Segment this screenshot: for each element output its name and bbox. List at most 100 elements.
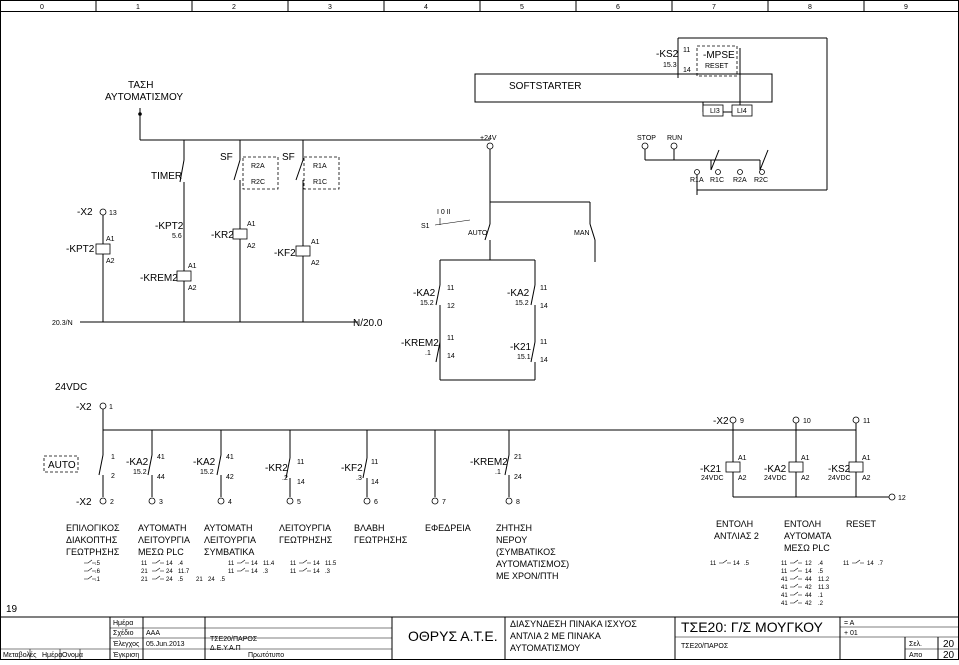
man-label: MAN bbox=[574, 230, 590, 237]
krem2-11: 11 bbox=[447, 335, 454, 342]
x2-r4: 24 bbox=[166, 577, 173, 583]
ruler-mark-1: 1 bbox=[136, 4, 140, 11]
x9-r5: .2 bbox=[818, 601, 824, 607]
x3-0: 11 bbox=[228, 561, 235, 567]
tb-hmera: Ημέρα bbox=[113, 619, 133, 627]
sf2-r1c: R1C bbox=[313, 179, 327, 186]
c10-line1: RESET bbox=[846, 519, 877, 529]
x2-13-pin: 13 bbox=[109, 210, 117, 217]
krem2-14: 14 bbox=[447, 353, 455, 360]
vdc-label: 24VDC bbox=[55, 382, 87, 393]
c4-line1: ΛΕΙΤΟΥΡΓΙΑ bbox=[279, 523, 331, 533]
x3-5: .3 bbox=[263, 569, 269, 575]
tb-main-title: ΤΣΕ20: Γ/Σ ΜΟΥΓΚΟΥ bbox=[681, 619, 824, 635]
kpt2-contact: -KPT2 bbox=[155, 221, 184, 232]
softstarter-box bbox=[474, 73, 773, 103]
kr2-a2: A2 bbox=[247, 243, 256, 250]
x2-r6: 21 bbox=[196, 577, 203, 583]
ks2-label: -KS2 bbox=[656, 49, 679, 60]
term-6: 6 bbox=[374, 499, 378, 506]
kf2-a2: A2 bbox=[311, 260, 320, 267]
kf2-11: 11 bbox=[371, 459, 378, 466]
term-12: 12 bbox=[898, 495, 906, 502]
x9-r3: 11.3 bbox=[818, 585, 830, 591]
term-5: 5 bbox=[297, 499, 301, 506]
ruler-mark-0: 0 bbox=[40, 4, 44, 11]
ks2-coil-a1: A1 bbox=[862, 455, 871, 462]
tb-sub: ΤΣΕ20/ΠΑΡΟΣ bbox=[681, 643, 729, 650]
krem2-contact-ref: .1 bbox=[425, 350, 431, 357]
krem2-21-label: -KREM2 bbox=[470, 457, 508, 468]
ka2-41-label: -KA2 bbox=[126, 457, 149, 468]
tb-elegxos: Έλεγχος bbox=[112, 641, 140, 648]
tb-metaboles: Μεταβολές bbox=[3, 651, 37, 659]
tb-eqa: = A bbox=[844, 620, 855, 627]
ks2-ref: 15.3 bbox=[663, 62, 677, 69]
x2-r8: .5 bbox=[220, 577, 226, 583]
x9-l0: 11 bbox=[781, 561, 788, 567]
x2-r3: 11.7 bbox=[178, 569, 190, 575]
mpse-reset: RESET bbox=[705, 63, 729, 70]
x9-m5: 42 bbox=[805, 601, 812, 607]
x3-4: 14 bbox=[251, 569, 258, 575]
tb-company: ΟΘΡΥΣ Α.Τ.Ε. bbox=[408, 628, 498, 644]
krem2-24-pin: 24 bbox=[514, 474, 522, 481]
x9-l3: 41 bbox=[781, 585, 788, 591]
tb-sel: Σελ. bbox=[909, 641, 922, 648]
x4-2: 11.5 bbox=[325, 561, 337, 567]
x4-1: 14 bbox=[313, 561, 320, 567]
stop-label: STOP bbox=[637, 135, 656, 142]
ka2-no-ref: 15.2 bbox=[515, 300, 529, 307]
li3-label: LI3 bbox=[710, 108, 720, 115]
kf2-contact-label: -KF2 bbox=[341, 463, 363, 474]
x1-0: .5 bbox=[95, 561, 101, 567]
column-ruler: 0 1 2 3 4 5 6 7 8 9 bbox=[0, 0, 959, 12]
tb-date: 05.Jun.2013 bbox=[146, 641, 185, 648]
k21-coil-label: -K21 bbox=[700, 464, 722, 475]
x9-l1: 11 bbox=[781, 569, 788, 575]
ks2-coil-a2: A2 bbox=[862, 475, 871, 482]
x9-r2: 11.2 bbox=[818, 577, 830, 583]
sf1-r2a: R2A bbox=[251, 163, 265, 170]
sf2-r1a: R1A bbox=[313, 163, 327, 170]
sheet-row-19: 19 bbox=[6, 604, 18, 615]
kpt2-coil-label: -KPT2 bbox=[66, 244, 95, 255]
x2-l2: 21 bbox=[141, 577, 148, 583]
c9-line1: ΕΝΤΟΛΗ bbox=[784, 519, 821, 529]
kr2-14: 14 bbox=[297, 479, 305, 486]
c1-line2: ΔΙΑΚΟΠΤΗΣ bbox=[66, 535, 118, 545]
x4-0: 11 bbox=[290, 561, 297, 567]
x1-2: .1 bbox=[95, 577, 101, 583]
c7-line2: ΝΕΡΟΥ bbox=[496, 535, 527, 545]
x4-5: .3 bbox=[325, 569, 331, 575]
x9-m1: 14 bbox=[805, 569, 812, 575]
c4-line2: ΓΕΩΤΡΗΣΗΣ bbox=[279, 535, 333, 545]
tb-p01: + 01 bbox=[844, 630, 858, 637]
c2-line3: ΜΕΣΩ PLC bbox=[138, 547, 184, 557]
ruler-mark-3: 3 bbox=[328, 4, 332, 11]
term-2: 2 bbox=[110, 499, 114, 506]
krem2-21-ref: .1 bbox=[495, 469, 501, 476]
auto-pin-2: 2 bbox=[111, 473, 115, 480]
sf1-r2c: R2C bbox=[251, 179, 265, 186]
term-7: 7 bbox=[442, 499, 446, 506]
ruler-mark-2: 2 bbox=[232, 4, 236, 11]
c7-line4: ΑΥΤΟΜΑΤΙΣΜΟΣ) bbox=[496, 559, 569, 569]
ka2-nc-11: 11 bbox=[447, 285, 454, 292]
x2-r0: 14 bbox=[166, 561, 173, 567]
k21-14: 14 bbox=[540, 357, 548, 364]
x8-0: 11 bbox=[710, 561, 717, 567]
k21-a2: A2 bbox=[738, 475, 747, 482]
tb-sel-value: 20 bbox=[943, 639, 955, 650]
x9-m3: 42 bbox=[805, 585, 812, 591]
c8-line1: ΕΝΤΟΛΗ bbox=[716, 519, 753, 529]
k21-contact-ref: 15.1 bbox=[517, 354, 531, 361]
x9-r0: .4 bbox=[818, 561, 824, 567]
ka2-coil-vdc: 24VDC bbox=[764, 475, 787, 482]
ks2-pin-11: 11 bbox=[683, 47, 690, 54]
x2-10-pin: 10 bbox=[803, 418, 811, 425]
c6-line1: ΕΦΕΔΡΕΙΑ bbox=[425, 523, 471, 533]
c3-line3: ΣΥΜΒΑΤΙΚΑ bbox=[204, 547, 254, 557]
c1-line3: ΓΕΩΤΡΗΣΗΣ bbox=[66, 547, 120, 557]
